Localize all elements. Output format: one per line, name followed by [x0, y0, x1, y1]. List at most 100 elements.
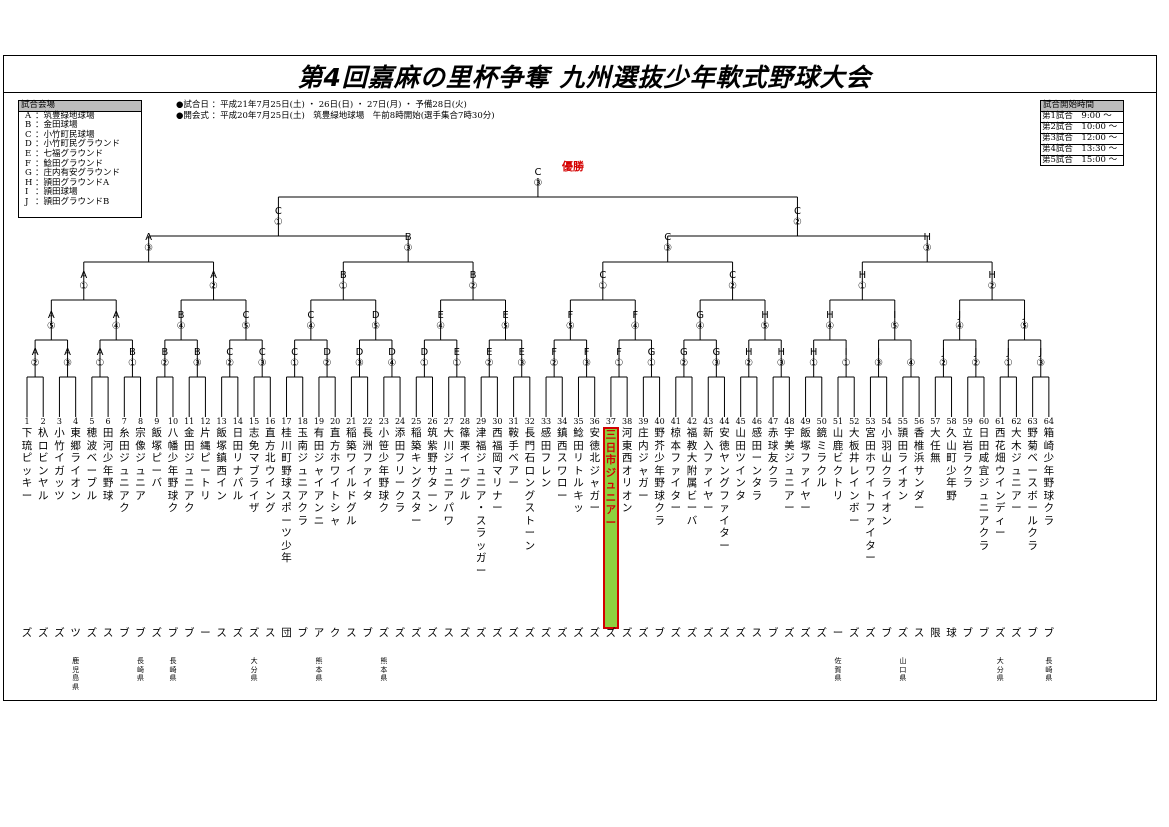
- team-number: 11: [184, 417, 195, 426]
- team-name: 安徳北ジャガー: [589, 427, 600, 514]
- team-name-suffix: ブ: [183, 627, 195, 639]
- venue-code: A: [25, 110, 32, 121]
- team-name: 日田リナパル: [232, 427, 244, 502]
- team-name: 河東西オリオン: [621, 427, 633, 514]
- team-name-suffix: ズ: [394, 627, 406, 639]
- team-name: 田河少年野球: [102, 427, 114, 502]
- team-name: 野芥少年野球クラ: [654, 427, 665, 527]
- team-number: 28: [459, 417, 471, 426]
- team-name: 桂川町野球スポーツ少年: [281, 427, 292, 564]
- team-name: 添田フリークラ: [394, 427, 406, 514]
- team-number: 63: [1027, 417, 1038, 426]
- match-venue-code: C: [534, 167, 541, 178]
- team-name: 篠栗イーグル: [459, 427, 471, 502]
- venue-item: F：鯰田グラウンド: [19, 158, 141, 170]
- team-name: 直方北ウイング: [265, 427, 276, 514]
- team-number: 8: [137, 417, 144, 426]
- venue-code: I: [25, 187, 29, 198]
- venue-item: A：筑豊緑地球場: [19, 110, 141, 122]
- start-time-item: 第1試合 9:00 ～: [1041, 111, 1123, 123]
- team-name: 杁ロビンヤル: [37, 427, 49, 502]
- team-name: 小笹少年野球ク: [378, 427, 390, 514]
- team-name-suffix: ア: [313, 627, 325, 639]
- team-name-suffix: ツ: [70, 627, 81, 639]
- team-name-suffix: ズ: [540, 627, 552, 639]
- team-name: 宇美ジュニアー: [784, 427, 795, 514]
- team-name: 飯塚鎮西イン: [216, 427, 227, 502]
- venue-code: E: [25, 148, 32, 159]
- team-name-suffix: ブ: [654, 627, 665, 639]
- team-name-suffix: ズ: [816, 627, 828, 639]
- team-name: 玉南ジュニアクラ: [297, 427, 308, 527]
- team-number: 60: [978, 417, 990, 426]
- venue-name: ：金田球場: [35, 120, 78, 131]
- team-name-suffix: ズ: [37, 627, 49, 639]
- venue-code: G: [25, 168, 32, 179]
- team-number: 31: [508, 417, 519, 426]
- team-name-suffix: ス: [443, 627, 454, 639]
- team-name: 山田ツインタ: [735, 427, 746, 502]
- team-name: 筑紫野サターン: [427, 427, 438, 514]
- venue-name: ：頴田グラウンドA: [35, 177, 110, 188]
- venue-item: I：頴田球場: [19, 188, 141, 198]
- venue-list-header: 試合会場: [19, 100, 141, 112]
- prefecture-note: 長崎県: [1045, 657, 1053, 683]
- team-name-suffix: ズ: [897, 627, 909, 639]
- venue-name: ：筑豊緑地球場: [35, 110, 95, 121]
- team-name: 感田フレン: [540, 427, 552, 489]
- team-name: 新入ファイヤー: [702, 427, 714, 514]
- team-name-suffix: ズ: [54, 627, 65, 639]
- team-number: 57: [930, 417, 941, 426]
- team-number: 53: [865, 417, 876, 426]
- team-name: 大任無: [930, 427, 941, 464]
- team-name: 庄内ジャガー: [638, 427, 649, 502]
- team-name: 東郷ライオン: [70, 427, 81, 502]
- team-number: 55: [897, 417, 908, 426]
- team-name: 大川ジュニアパワ: [443, 427, 454, 527]
- start-time-box: 試合開始時間 第1試合 9:00 ～第2試合 10:00 ～第3試合 12:00…: [1040, 100, 1124, 166]
- team-name: 長門石ロングストーン: [524, 427, 536, 552]
- venue-name: ：鯰田グラウンド: [35, 158, 104, 169]
- team-name: 箱崎少年野球クラ: [1043, 427, 1055, 527]
- team-number: 33: [540, 417, 552, 426]
- team-number: 52: [849, 417, 860, 426]
- team-number: 36: [589, 417, 600, 426]
- team-name-suffix: ズ: [378, 627, 390, 639]
- team-name: 片縄ピートリ: [200, 427, 211, 502]
- venue-code: C: [25, 129, 32, 140]
- team-name: 三日市ジュニアー: [602, 427, 619, 629]
- team-number: 13: [216, 417, 227, 426]
- team-name-suffix: ブ: [135, 627, 146, 639]
- title-divider: [3, 92, 1157, 93]
- champion-label: 優勝: [562, 160, 584, 173]
- team-name-suffix: ズ: [994, 627, 1006, 639]
- opening-ceremony: ●開会式 ：平成20年7月25日(土) 筑豊緑地球場 午前8時開始(選手集合7時…: [176, 111, 495, 121]
- team-name-suffix: ス: [102, 627, 114, 639]
- team-name-suffix: ズ: [1011, 627, 1022, 639]
- venue-item: C：小竹町民球場: [19, 129, 141, 141]
- team-name-suffix: ズ: [427, 627, 438, 639]
- venue-item: B：金田球場: [19, 120, 141, 131]
- team-name-suffix: ブ: [978, 627, 990, 639]
- team-name: 大木ジュニアー: [1011, 427, 1022, 514]
- team-name: 香椎浜サンダー: [913, 427, 925, 514]
